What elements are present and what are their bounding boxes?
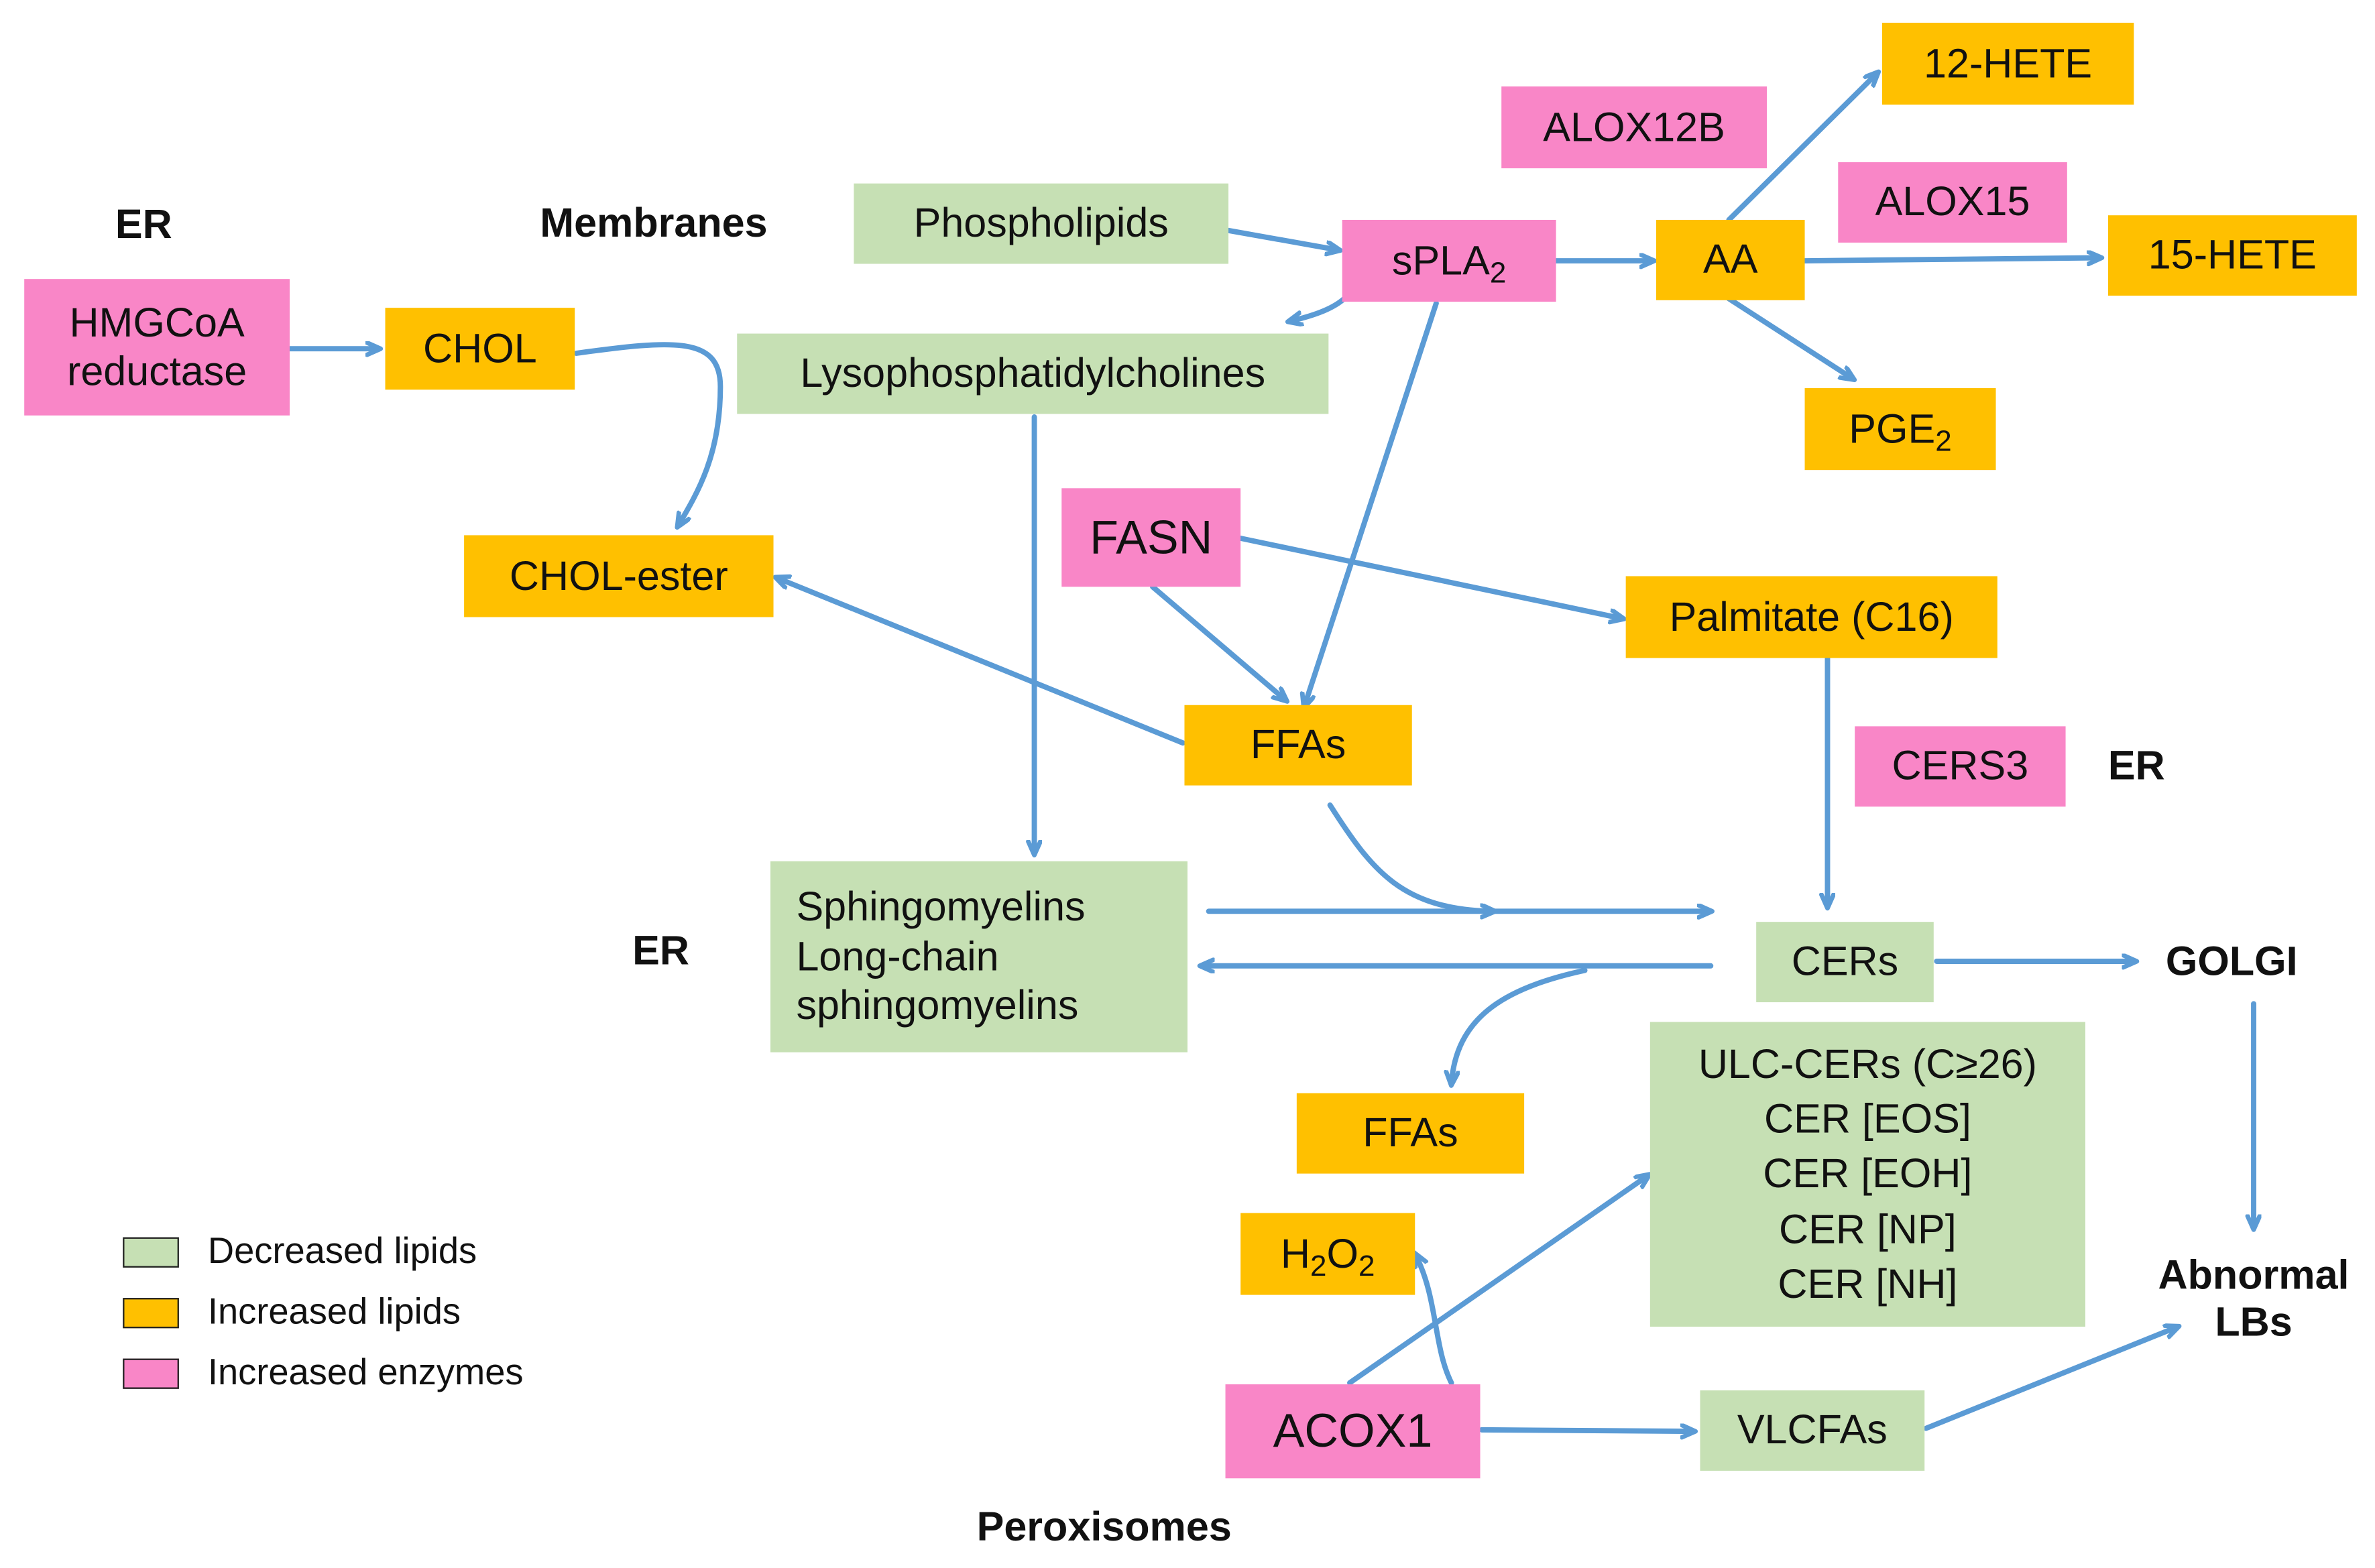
legend-item-increased-lipids: Increased lipids: [123, 1292, 461, 1334]
cers3-label: CERS3: [1892, 743, 2029, 789]
arrow-aa-to-12hete: [1726, 73, 1877, 223]
compartment-er-top: ER: [115, 201, 172, 247]
sphingomyelins-line3: sphingomyelins: [796, 983, 1079, 1028]
fasn-label: FASN: [1090, 511, 1213, 564]
h2o2-label: H2O2: [1280, 1229, 1375, 1281]
spla2-sub: 2: [1489, 256, 1507, 290]
ffas-lower-label: FFAs: [1363, 1110, 1458, 1156]
pge2-main: PGE: [1849, 406, 1936, 452]
node-ffas-upper: FFAs: [1184, 705, 1412, 786]
sphingomyelins-line1: Sphingomyelins: [796, 884, 1086, 930]
arrow-chol-to-chol-ester: [573, 342, 723, 526]
node-12-hete: 12-HETE: [1881, 22, 2134, 105]
node-acox1: ACOX1: [1225, 1384, 1481, 1479]
arrow-cers-to-ffas: [1452, 967, 1588, 1085]
arrow-aa-to-pge2: [1726, 296, 1853, 379]
arrow-phospholipids-to-spla2: [1226, 227, 1339, 250]
node-cers: CERs: [1756, 922, 1934, 1003]
vlcfas-label: VLCFAs: [1737, 1407, 1888, 1453]
node-h2o2: H2O2: [1240, 1213, 1415, 1295]
ulc-line4: CER [NP]: [1779, 1206, 1957, 1252]
ffas-upper-label: FFAs: [1250, 722, 1346, 768]
hmgcoa-line1: HMGCoA: [69, 299, 245, 345]
node-spla2: sPLA2: [1342, 219, 1556, 302]
hmgcoa-line2: reductase: [66, 349, 247, 395]
h2o2-sub2: 2: [1358, 1250, 1375, 1284]
spla2-main: sPLA: [1391, 237, 1490, 284]
node-sphingomyelins: Sphingomyelins Long-chain sphingomyelins: [770, 861, 1188, 1052]
alox12b-label: ALOX12B: [1543, 104, 1725, 150]
compartment-abnormal-lbs: Abnormal LBs: [2143, 1252, 2364, 1346]
legend-label-decreased-lipids: Decreased lipids: [207, 1231, 477, 1272]
arrow-ffas-to-cers-path: [1327, 802, 1494, 911]
abnormal-lbs-line2: LBs: [2215, 1299, 2293, 1345]
arrow-spla2-to-ffas: [1304, 300, 1439, 707]
h2o2-h: H: [1280, 1231, 1311, 1276]
node-chol: CHOL: [385, 308, 575, 390]
aa-label: AA: [1702, 237, 1758, 283]
ulc-line3: CER [EOH]: [1763, 1151, 1973, 1197]
pge2-label: PGE2: [1849, 404, 1951, 457]
node-phospholipids: Phospholipids: [854, 183, 1229, 264]
alox15-label: ALOX15: [1875, 179, 2030, 225]
node-alox12b: ALOX12B: [1501, 86, 1767, 169]
abnormal-lbs-line1: Abnormal: [2158, 1252, 2350, 1299]
node-hmgcoa-reductase: HMGCoA reductase: [24, 279, 290, 416]
sphingomyelins-line2: Long-chain: [796, 933, 999, 979]
node-aa: AA: [1656, 219, 1805, 300]
arrow-vlcfas-to-abnormal-lbs: [1923, 1327, 2177, 1431]
node-fasn: FASN: [1061, 488, 1241, 587]
legend-swatch-increased-lipids: [123, 1298, 179, 1329]
ulc-line2: CER [EOS]: [1764, 1096, 1971, 1142]
node-cers3: CERS3: [1855, 726, 2066, 807]
ulc-line1: ULC-CERs (C≥26): [1698, 1041, 2037, 1087]
legend-item-increased-enzymes: Increased enzymes: [123, 1352, 524, 1395]
node-chol-ester: CHOL-ester: [464, 535, 774, 617]
ulc-line5: CER [NH]: [1778, 1261, 1958, 1307]
node-ffas-lower: FFAs: [1296, 1093, 1525, 1174]
legend-label-increased-lipids: Increased lipids: [207, 1292, 461, 1333]
compartment-membranes: Membranes: [540, 200, 768, 246]
arrow-fasn-to-palmitate: [1238, 535, 1623, 619]
arrow-ffas-to-chol-ester: [776, 578, 1186, 746]
legend-label-increased-enzymes: Increased enzymes: [207, 1352, 524, 1394]
h2o2-o: O: [1326, 1231, 1359, 1276]
node-lysophosphatidylcholines: Lysophosphatidylcholines: [737, 333, 1329, 414]
lysophosphatidylcholines-label: Lysophosphatidylcholines: [800, 351, 1266, 397]
h2o2-sub1: 2: [1310, 1250, 1327, 1284]
node-pge2: PGE2: [1804, 388, 1996, 471]
node-vlcfas: VLCFAs: [1700, 1390, 1925, 1471]
legend-swatch-increased-enzymes: [123, 1358, 179, 1389]
compartment-peroxisomes: Peroxisomes: [976, 1504, 1232, 1550]
node-alox15: ALOX15: [1838, 162, 2067, 243]
compartment-er-middle: ER: [632, 928, 690, 974]
compartment-golgi: GOLGI: [2165, 939, 2298, 984]
spla2-label: sPLA2: [1391, 236, 1506, 288]
arrow-acox1-to-vlcfas: [1479, 1430, 1694, 1431]
node-ulc-cers: ULC-CERs (C≥26) CER [EOS] CER [EOH] CER …: [1649, 1022, 2085, 1327]
chol-ester-label: CHOL-ester: [509, 553, 728, 599]
palmitate-label: Palmitate (C16): [1669, 594, 1954, 640]
legend-swatch-decreased-lipids: [123, 1237, 179, 1268]
node-palmitate: Palmitate (C16): [1625, 576, 1997, 658]
pge2-sub: 2: [1935, 424, 1952, 459]
cers-label: CERs: [1791, 939, 1899, 985]
legend-item-decreased-lipids: Decreased lipids: [123, 1231, 477, 1274]
acox1-label: ACOX1: [1273, 1404, 1433, 1458]
arrow-acox1-to-ulc-cers: [1347, 1175, 1649, 1386]
phospholipids-label: Phospholipids: [913, 200, 1169, 247]
arrow-aa-to-15hete: [1802, 258, 2101, 261]
arrow-fasn-to-ffas: [1150, 584, 1286, 701]
chol-label: CHOL: [423, 325, 537, 371]
compartment-er-right: ER: [2107, 743, 2165, 789]
hete15-label: 15-HETE: [2148, 232, 2317, 278]
hete12-label: 12-HETE: [1924, 40, 2093, 86]
node-15-hete: 15-HETE: [2107, 215, 2357, 296]
